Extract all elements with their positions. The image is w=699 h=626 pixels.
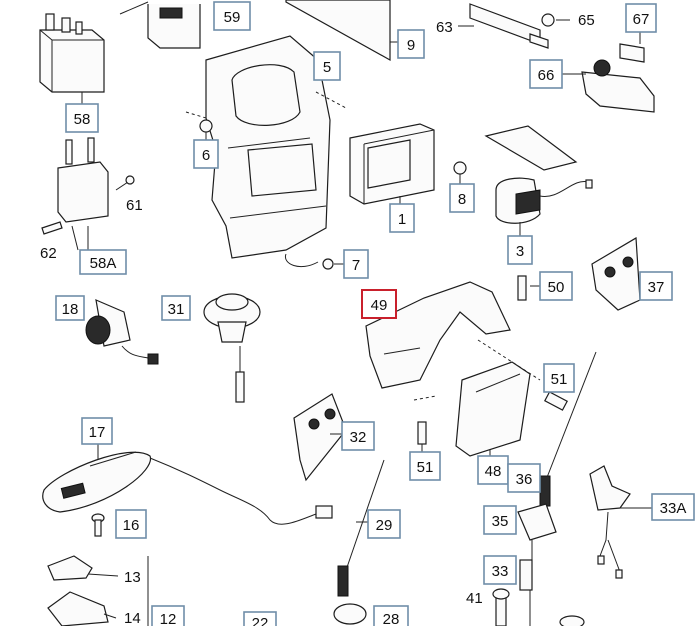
svg-text:59: 59 — [224, 9, 241, 26]
svg-text:51: 51 — [551, 371, 568, 388]
bolt-51-bottom — [417, 421, 427, 452]
callout-51-bottom[interactable]: 51 — [409, 451, 441, 481]
part-13 — [47, 555, 119, 581]
screw-16 — [91, 513, 105, 537]
callout-12[interactable]: 12 — [151, 605, 185, 626]
part-18 — [85, 299, 159, 365]
svg-text:67: 67 — [633, 11, 650, 28]
panel-9 — [285, 0, 398, 62]
cap-35 — [517, 503, 557, 560]
svg-text:49: 49 — [371, 297, 388, 314]
callout-36[interactable]: 36 — [507, 463, 541, 493]
callout-66[interactable]: 66 — [529, 59, 563, 89]
callout-58[interactable]: 58 — [65, 103, 99, 133]
callout-17[interactable]: 17 — [81, 417, 113, 445]
callout-5[interactable]: 5 — [313, 51, 341, 81]
relay-58a — [41, 137, 135, 251]
svg-text:17: 17 — [89, 424, 106, 441]
label-62: 62 — [40, 245, 57, 262]
callout-8[interactable]: 8 — [449, 183, 475, 213]
nut-6 — [199, 119, 213, 140]
svg-text:3: 3 — [516, 243, 524, 260]
svg-text:33: 33 — [492, 563, 509, 580]
callout-6[interactable]: 6 — [193, 139, 219, 169]
callout-22[interactable]: 22 — [243, 611, 277, 626]
label-41: 41 — [466, 590, 483, 607]
svg-text:18: 18 — [62, 301, 79, 318]
antenna-29 — [333, 459, 385, 625]
label-63: 63 — [436, 19, 453, 36]
svg-text:58: 58 — [74, 111, 91, 128]
svg-text:5: 5 — [323, 59, 331, 76]
svg-text:1: 1 — [398, 211, 406, 228]
callout-58a[interactable]: 58A — [79, 249, 127, 275]
svg-text:36: 36 — [516, 471, 533, 488]
svg-text:29: 29 — [376, 517, 393, 534]
callout-16[interactable]: 16 — [115, 509, 147, 539]
svg-text:51: 51 — [417, 459, 434, 476]
svg-text:32: 32 — [350, 429, 367, 446]
svg-text:66: 66 — [538, 67, 555, 84]
callout-9[interactable]: 9 — [397, 29, 425, 59]
label-61: 61 — [126, 197, 143, 214]
callout-18[interactable]: 18 — [55, 295, 85, 321]
bracket-32 — [293, 393, 347, 482]
callout-3[interactable]: 3 — [507, 235, 533, 265]
callout-48[interactable]: 48 — [477, 455, 509, 485]
callout-35[interactable]: 35 — [483, 505, 517, 535]
antenna-base-33 — [519, 559, 533, 626]
svg-text:12: 12 — [160, 611, 177, 626]
callout-33[interactable]: 33 — [483, 555, 517, 585]
callout-37[interactable]: 37 — [639, 271, 673, 301]
label-14: 14 — [124, 610, 141, 626]
relay-3 — [484, 125, 593, 236]
svg-text:8: 8 — [458, 191, 466, 208]
callout-51-top[interactable]: 51 — [543, 363, 575, 393]
part-14 — [47, 556, 149, 626]
switch-66 — [562, 28, 655, 113]
callout-59[interactable]: 59 — [213, 1, 251, 31]
callout-33a[interactable]: 33A — [651, 493, 695, 521]
bracket-37 — [591, 236, 648, 311]
callout-29[interactable]: 29 — [367, 509, 401, 539]
svg-text:28: 28 — [383, 611, 400, 626]
label-65: 65 — [578, 12, 595, 29]
svg-text:16: 16 — [123, 517, 140, 534]
svg-text:33A: 33A — [660, 500, 687, 517]
svg-text:48: 48 — [485, 463, 502, 480]
svg-text:50: 50 — [548, 279, 565, 296]
svg-text:58A: 58A — [90, 255, 117, 272]
callout-31[interactable]: 31 — [161, 295, 191, 321]
svg-text:37: 37 — [648, 279, 665, 296]
bolt-41 — [492, 588, 510, 626]
bolt-51-top — [544, 391, 568, 411]
svg-text:35: 35 — [492, 513, 509, 530]
module-1 — [349, 123, 435, 205]
callout-32[interactable]: 32 — [341, 421, 375, 451]
module-48 — [455, 361, 531, 458]
part-bottom-right — [559, 615, 585, 626]
nut-8 — [453, 161, 467, 184]
shark-fin-33a — [589, 465, 652, 579]
svg-text:6: 6 — [202, 147, 210, 164]
module-58 — [39, 13, 105, 104]
bracket-59 — [119, 1, 201, 49]
handset-17 — [42, 444, 333, 525]
svg-text:22: 22 — [252, 615, 269, 626]
svg-text:9: 9 — [407, 37, 415, 54]
callout-7[interactable]: 7 — [343, 249, 369, 279]
main-bracket — [185, 35, 347, 270]
callout-50[interactable]: 50 — [539, 271, 573, 301]
button-31 — [203, 293, 261, 403]
callout-28[interactable]: 28 — [373, 605, 409, 626]
svg-text:31: 31 — [168, 301, 185, 318]
callout-1[interactable]: 1 — [389, 203, 415, 233]
label-13: 13 — [124, 569, 141, 586]
amplifier-63 — [458, 3, 570, 49]
bolt-50 — [517, 275, 540, 301]
callout-49[interactable]: 49 — [361, 289, 397, 319]
callout-67[interactable]: 67 — [625, 3, 657, 33]
svg-text:7: 7 — [352, 257, 360, 274]
